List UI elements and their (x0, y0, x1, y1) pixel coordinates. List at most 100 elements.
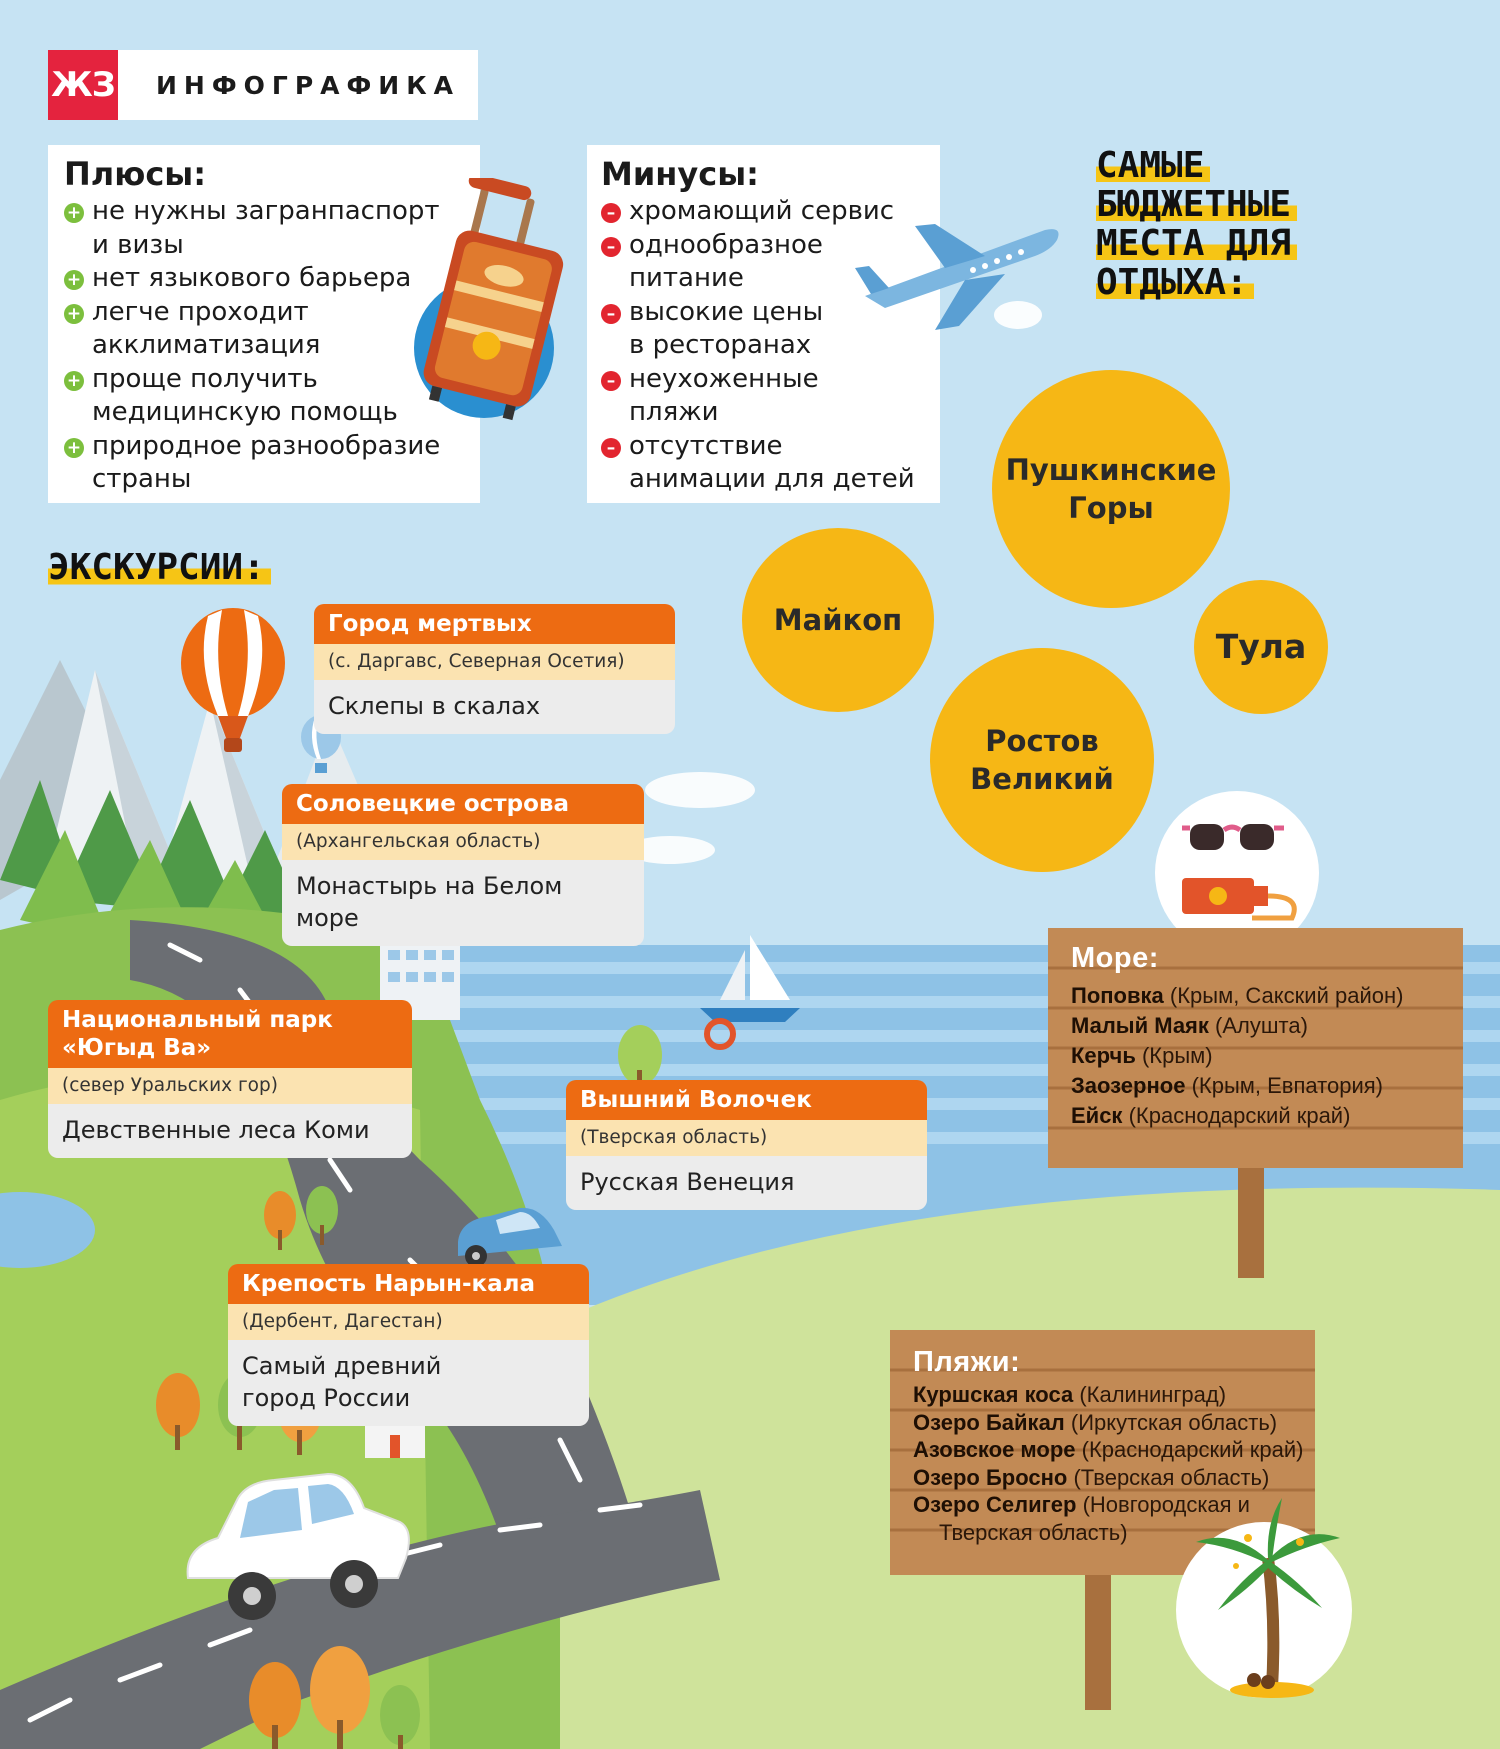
beaches-title: Пляжи: (913, 1346, 1021, 1378)
minus-icon: – (601, 203, 621, 223)
beach-row: Озеро Селигер (Новгородская и (913, 1491, 1304, 1519)
budget-place-line: Горы (1068, 491, 1154, 525)
plus-icon: + (64, 370, 84, 391)
sea-sign: Море: Поповка (Крым, Сакский район) Малы… (1071, 942, 1403, 1131)
minus-item-line: хромающий сервис (629, 196, 895, 226)
airplane-icon (855, 224, 1059, 330)
plus-item-line: легче проходит (92, 296, 309, 327)
brand-header: ЖЗ ИНФОГРАФИКА (48, 50, 478, 120)
plus-item-line: и визы (92, 229, 184, 260)
excursion-description: Склепы в скалах (314, 680, 675, 734)
sea-region: (Краснодарский край) (1128, 1103, 1351, 1128)
excursion-card: Крепость Нарын-кала (Дербент, Дагестан) … (228, 1264, 589, 1426)
minus-item-line: анимации для детей (629, 464, 915, 494)
beach-row: Озеро Байкал (Иркутская область) (913, 1409, 1304, 1437)
hot-air-balloon-icon (181, 608, 285, 752)
excursion-location: (с. Даргавс, Северная Осетия) (314, 644, 675, 680)
sunscreen-icon (1182, 878, 1297, 921)
sea-name: Поповка (1071, 983, 1164, 1008)
beach-region: (Новгородская и (1082, 1492, 1250, 1517)
minus-item-line: однообразное (629, 229, 823, 260)
plus-icon: + (64, 303, 84, 324)
budget-place-line: Тула (1215, 627, 1307, 666)
minus-icon: – (601, 370, 621, 391)
sea-name: Заозерное (1071, 1073, 1186, 1098)
plus-icon: + (64, 437, 84, 458)
plus-item-line: акклиматизация (92, 330, 321, 360)
plus-icon: + (64, 203, 84, 223)
sunglasses-sunscreen-badge (1155, 791, 1319, 955)
excursion-title: Соловецкие острова (282, 784, 644, 824)
excursion-location: (север Уральских гор) (48, 1068, 412, 1104)
plus-item-line: нет языкового барьера (92, 263, 412, 293)
excursion-description-line: Склепы в скалах (328, 692, 541, 720)
excursion-description-line: море (296, 904, 359, 932)
plus-item-line: медицинскую помощь (92, 397, 398, 427)
minus-icon: – (601, 303, 621, 324)
sea-row: Поповка (Крым, Сакский район) (1071, 981, 1403, 1011)
minus-item-line: высокие цены (629, 296, 824, 327)
beach-row: Азовское море (Краснодарский край) (913, 1436, 1304, 1464)
beach-sign: Пляжи: Куршская коса (Калининград) Озеро… (913, 1346, 1304, 1546)
plus-icon: + (64, 270, 84, 290)
budget-place-tula: Тула (1194, 580, 1328, 714)
beach-name: Озеро Селигер (913, 1492, 1077, 1517)
beach-row: Куршская коса (Калининград) (913, 1381, 1304, 1409)
beach-name: Озеро Бросно (913, 1464, 1068, 1490)
excursion-card: Соловецкие острова (Архангельская област… (282, 784, 644, 946)
budget-heading-line: ОТДЫХА: (1096, 263, 1254, 302)
budget-heading-line: САМЫЕ (1096, 146, 1211, 185)
sea-name: Ейск (1071, 1103, 1123, 1128)
beach-region: (Тверская область) (1073, 1464, 1270, 1490)
sea-sign-board (1048, 928, 1463, 1278)
beach-region: (Иркутская область) (1070, 1409, 1278, 1435)
excursion-description-line: Монастырь на Белом (296, 872, 563, 900)
sunglasses-icon (1182, 824, 1284, 850)
beach-region: (Калининград) (1079, 1382, 1227, 1407)
minus-icon: – (601, 437, 621, 458)
excursion-title: Крепость Нарын-кала (228, 1264, 589, 1304)
beach-name: Куршская коса (913, 1382, 1074, 1407)
beach-name: Азовское море (913, 1437, 1076, 1462)
excursion-description: Девственные леса Коми (48, 1104, 412, 1158)
budget-heading-line: МЕСТА ДЛЯ (1096, 224, 1298, 263)
sea-region: (Крым, Сакский район) (1169, 983, 1404, 1008)
minus-item-line: пляжи (629, 397, 719, 427)
plus-item-line: проще получить (92, 363, 318, 394)
sea-region: (Крым, Евпатория) (1191, 1073, 1383, 1098)
sea-row: Ейск (Краснодарский край) (1071, 1101, 1403, 1131)
excursion-title-line: Национальный парк (62, 1007, 333, 1033)
budget-place-line: Пушкинские (1005, 453, 1217, 487)
beach-region: Тверская область) (939, 1519, 1128, 1545)
excursions-heading: ЭКСКУРСИИ: (48, 547, 271, 588)
excursion-description-line: Русская Венеция (580, 1168, 795, 1196)
excursion-location: (Архангельская область) (282, 824, 644, 860)
sea-name: Малый Маяк (1071, 1013, 1209, 1038)
minus-item-line: отсутствие (629, 430, 783, 461)
beach-row: Тверская область) (913, 1519, 1304, 1547)
budget-heading-line: БЮДЖЕТНЫЕ (1096, 185, 1298, 224)
sea-row: Заозерное (Крым, Евпатория) (1071, 1071, 1403, 1101)
excursion-location: (Тверская область) (566, 1120, 927, 1156)
sailboat-icon (700, 935, 800, 1050)
minus-item-line: в ресторанах (629, 330, 812, 360)
brand-logo: ЖЗ (48, 50, 118, 120)
beach-region: (Краснодарский край) (1081, 1437, 1304, 1462)
sea-row: Малый Маяк (Алушта) (1071, 1011, 1403, 1041)
excursion-description-line: Девственные леса Коми (62, 1116, 370, 1144)
excursion-title: Город мертвых (314, 604, 675, 644)
excursion-title: Национальный парк«Югыд Ва» (48, 1000, 412, 1068)
suitcase-icon (414, 178, 564, 421)
excursion-title: Вышний Волочек (566, 1080, 927, 1120)
